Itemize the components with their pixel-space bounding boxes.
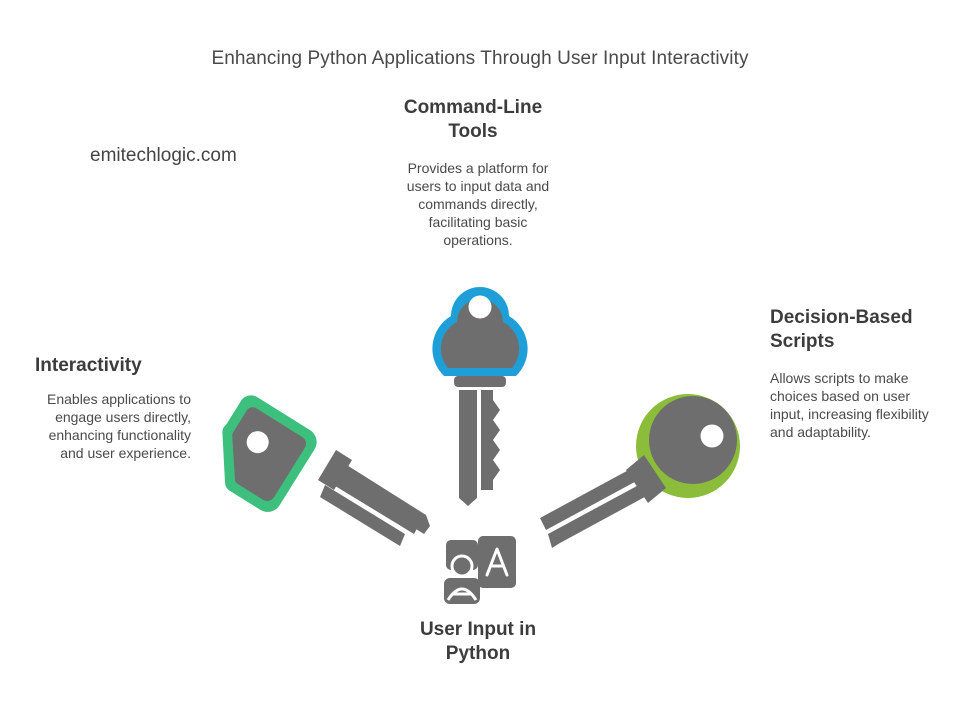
diagram-title: Enhancing Python Applications Through Us… (211, 48, 749, 69)
pentagon-key-icon (222, 395, 317, 512)
command-line-tools-description: Provides a platform for users to input d… (406, 160, 550, 248)
command-line-tools-heading: Command-Line Tools (403, 97, 543, 142)
decision-based-scripts-heading: Decision-Based Scripts (770, 307, 913, 352)
round-key-icon (540, 394, 740, 548)
interactivity-description: Enables applications to engage users dir… (47, 391, 191, 461)
user-input-icon (444, 536, 516, 604)
watermark-text: emitechlogic.com (90, 145, 237, 166)
cloud-key-icon (432, 287, 528, 506)
interactivity-heading: Interactivity (35, 355, 142, 376)
decision-based-scripts-description: Allows scripts to make choices based on … (770, 370, 929, 440)
center-label: User Input in Python (419, 619, 537, 664)
